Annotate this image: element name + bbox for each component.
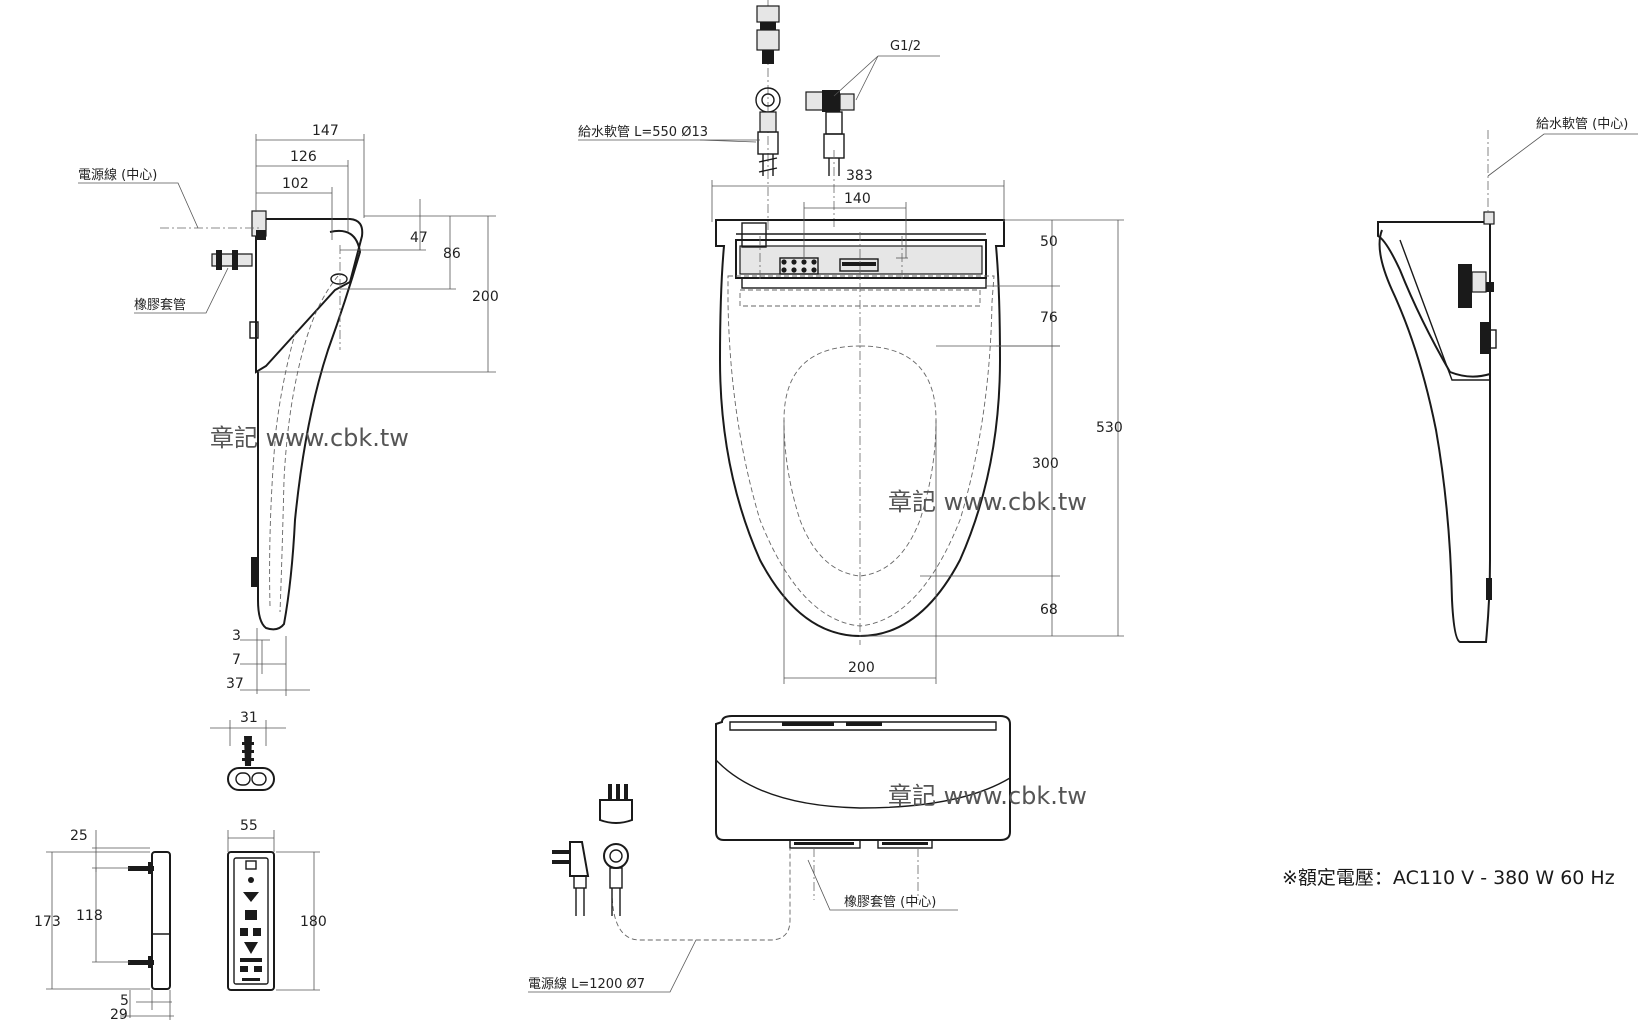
- remote-front-view: 55 180: [227, 818, 327, 991]
- dim-200-bottom: 200: [848, 660, 875, 676]
- left-side-view: 147 126 102 47 86 200 3 7 37 電源線 (中心) 橡膠…: [78, 123, 499, 696]
- dim-76: 76: [1040, 310, 1058, 326]
- label-thread: G1/2: [890, 39, 921, 54]
- dim-5: 5: [120, 993, 129, 1009]
- dim-47: 47: [410, 230, 428, 246]
- label-supply-hose-center: 給水軟管 (中心): [1536, 116, 1628, 132]
- dim-25: 25: [70, 828, 88, 844]
- seat-top-view: 383 140 50 76 300 68 530 200: [711, 168, 1124, 684]
- watermark: 章記 www.cbk.tw: [210, 424, 409, 452]
- dim-3: 3: [232, 628, 241, 644]
- seat-front-view: 橡膠套管 (中心) 電源線 L=1200 Ø7: [528, 715, 1011, 993]
- dim-86: 86: [443, 246, 461, 262]
- label-rubber-sleeve-center: 橡膠套管 (中心): [844, 894, 936, 910]
- dim-55: 55: [240, 818, 258, 834]
- remote-side-view: 25 118 173 5 29: [34, 828, 174, 1020]
- dim-530: 530: [1096, 420, 1123, 436]
- dim-118: 118: [76, 908, 103, 924]
- label-power-cord: 電源線 L=1200 Ø7: [528, 976, 645, 992]
- dim-29: 29: [110, 1007, 128, 1020]
- dim-68: 68: [1040, 602, 1058, 618]
- label-rubber-sleeve: 橡膠套管: [134, 297, 186, 313]
- dim-140: 140: [844, 191, 871, 207]
- label-power-cord-center: 電源線 (中心): [78, 167, 157, 183]
- dim-50: 50: [1040, 234, 1058, 250]
- right-side-view: 給水軟管 (中心): [1377, 116, 1638, 643]
- dim-102: 102: [282, 176, 309, 192]
- dim-147: 147: [312, 123, 339, 139]
- dim-200: 200: [472, 289, 499, 305]
- dim-37: 37: [226, 676, 244, 692]
- dim-180: 180: [300, 914, 327, 930]
- dim-383: 383: [846, 168, 873, 184]
- watermark: 章記 www.cbk.tw: [888, 488, 1087, 516]
- dim-300: 300: [1032, 456, 1059, 472]
- dim-31: 31: [240, 710, 258, 726]
- rated-voltage-spec: ※額定電壓：AC110 V - 380 W 60 Hz: [1282, 867, 1615, 889]
- plug-part: 31: [210, 710, 286, 791]
- dim-126: 126: [290, 149, 317, 165]
- label-supply-hose: 給水軟管 L=550 Ø13: [578, 124, 708, 140]
- watermark: 章記 www.cbk.tw: [888, 782, 1087, 810]
- dim-7: 7: [232, 652, 241, 668]
- dim-173: 173: [34, 914, 61, 930]
- power-plugs: [552, 784, 633, 916]
- water-fittings: G1/2 給水軟管 L=550 Ø13: [578, 0, 940, 230]
